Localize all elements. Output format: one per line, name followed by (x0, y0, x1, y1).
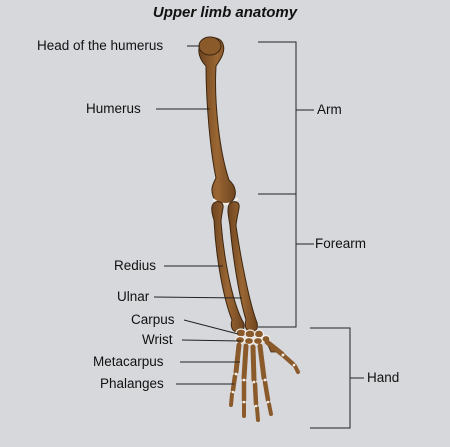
region-brackets (258, 41, 364, 429)
label-humerus: Humerus (86, 101, 141, 116)
label-hand: Hand (367, 370, 400, 385)
bracket-forearm (258, 193, 297, 328)
humerus-bone (198, 36, 236, 205)
diagram-title: Upper limb anatomy (152, 4, 298, 21)
label-ulnar: Ulnar (117, 289, 150, 304)
label-arm: Arm (317, 102, 342, 117)
bracket-hand (310, 327, 351, 429)
label-metacarpus: Metacarpus (93, 354, 164, 369)
radius-bone (211, 201, 245, 333)
leader-ulnar (153, 296, 243, 299)
leader-carpus (183, 319, 239, 335)
leader-lines (153, 45, 243, 385)
label-head-of-humerus: Head of the humerus (37, 38, 164, 53)
leader-wrist (181, 339, 242, 342)
label-carpus: Carpus (131, 312, 175, 327)
elbow-joint (212, 197, 239, 206)
bracket-arm (258, 41, 297, 195)
label-forearm: Forearm (315, 236, 367, 251)
label-redius: Redius (114, 258, 157, 273)
label-wrist: Wrist (142, 332, 173, 347)
label-phalanges: Phalanges (100, 376, 164, 391)
hand-bones (229, 339, 300, 422)
ulna-bone (227, 201, 258, 333)
